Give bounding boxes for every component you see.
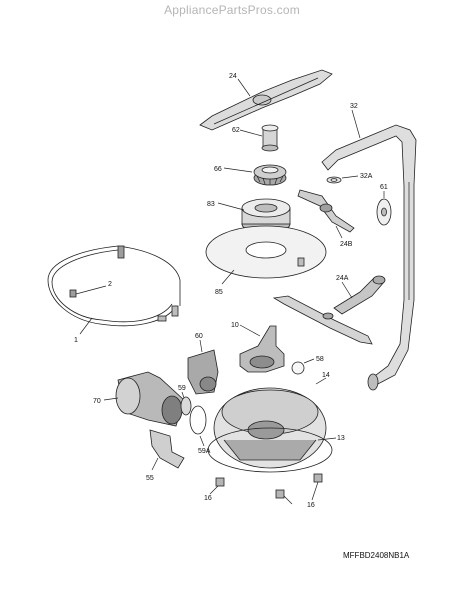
callout-1: 1 [74, 337, 78, 344]
callout-16-right: 16 [307, 502, 315, 509]
drain-pump[interactable] [187, 349, 219, 395]
manifold-part[interactable] [261, 124, 279, 152]
circulation-motor[interactable] [115, 371, 185, 427]
callout-66: 66 [214, 166, 222, 173]
inlet-housing[interactable] [239, 325, 285, 373]
seal-washer[interactable] [326, 176, 342, 184]
watermark-text: AppliancePartsPros.com [164, 3, 300, 17]
callout-70: 70 [93, 398, 101, 405]
callout-59a: 59A [198, 448, 211, 455]
callout-62: 62 [232, 127, 240, 134]
lower-spray-arm[interactable] [272, 275, 386, 345]
callout-61: 61 [380, 184, 388, 191]
callout-14: 14 [322, 372, 330, 379]
foot-pad-right[interactable] [275, 473, 323, 499]
wash-disk[interactable] [376, 198, 392, 226]
check-ball[interactable] [291, 361, 305, 375]
diagram-code: MFFBD2408NB1A [343, 551, 410, 560]
callout-10: 10 [231, 322, 239, 329]
motor-bracket[interactable] [149, 429, 185, 469]
sump-gasket[interactable] [207, 427, 333, 473]
spray-arm-nut[interactable] [253, 164, 287, 186]
callout-83: 83 [207, 201, 215, 208]
heater-clip[interactable] [69, 245, 125, 298]
middle-spray-arm[interactable] [297, 189, 355, 233]
callout-85: 85 [215, 289, 223, 296]
callout-24a: 24A [336, 275, 349, 282]
o-ring[interactable] [189, 405, 207, 435]
callout-60: 60 [195, 333, 203, 340]
foot-pad-left[interactable] [215, 477, 225, 487]
callout-24b: 24B [340, 241, 353, 248]
callout-32a: 32A [360, 173, 373, 180]
callout-13: 13 [337, 435, 345, 442]
callout-55: 55 [146, 475, 154, 482]
heating-element[interactable] [47, 245, 181, 327]
callout-32: 32 [350, 103, 358, 110]
callout-16-left: 16 [204, 495, 212, 502]
upper-spray-arm[interactable] [199, 69, 333, 131]
upper-feed-tube[interactable] [321, 124, 417, 391]
callout-2: 2 [108, 281, 112, 288]
fine-filter-plate[interactable] [205, 225, 327, 279]
callout-58: 58 [316, 356, 324, 363]
pump-seal[interactable] [180, 396, 192, 416]
callout-59: 59 [178, 385, 186, 392]
callout-24: 24 [229, 73, 237, 80]
